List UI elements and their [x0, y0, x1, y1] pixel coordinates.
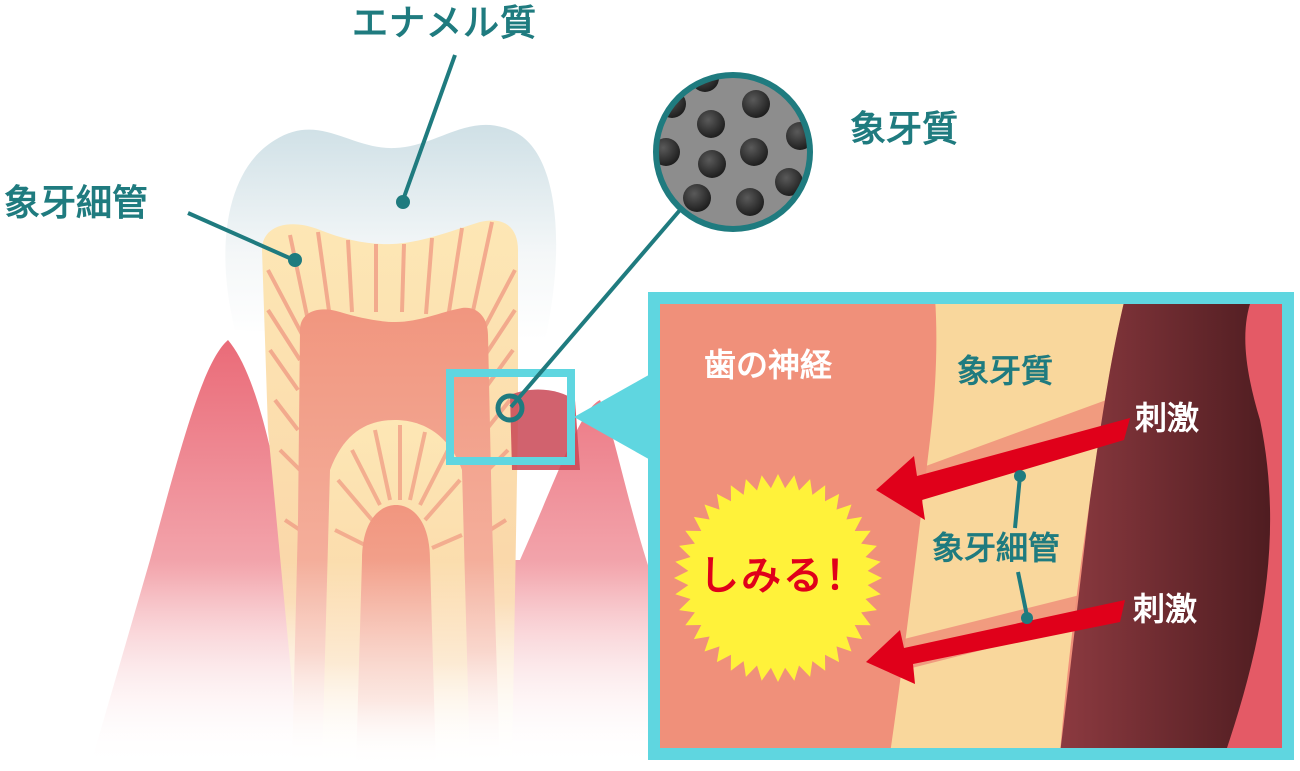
sensitivity-burst [674, 474, 882, 682]
magnified-dentin-circle [653, 72, 813, 232]
tubule-pointer-dot [288, 253, 302, 267]
dentin-inset-label: 象牙質 [957, 352, 1054, 390]
zoom-selection-box [446, 369, 575, 465]
stimulus-arrow-upper [876, 418, 1130, 520]
enamel-pointer-dot [396, 195, 410, 209]
stimulus-label-lower: 刺激 [1133, 590, 1198, 628]
enamel-label: エナメル質 [352, 3, 538, 44]
stimulus-arrow-lower [866, 600, 1125, 684]
nerve-label: 歯の神経 [704, 346, 833, 384]
zoom-pointer [574, 372, 654, 462]
dentin-ring-marker [495, 393, 525, 423]
sensitivity-label: しみる！ [699, 553, 867, 599]
leader-lines [187, 54, 682, 409]
dentinal-tubule-label: 象牙細管 [4, 183, 149, 224]
inset-leader-lines [1013, 475, 1029, 617]
tubule-inset-label: 象牙細管 [932, 529, 1061, 567]
dentin-magnified-label: 象牙質 [850, 109, 959, 150]
stimulus-label-upper: 刺激 [1135, 399, 1200, 437]
inset-panel [654, 298, 1288, 754]
